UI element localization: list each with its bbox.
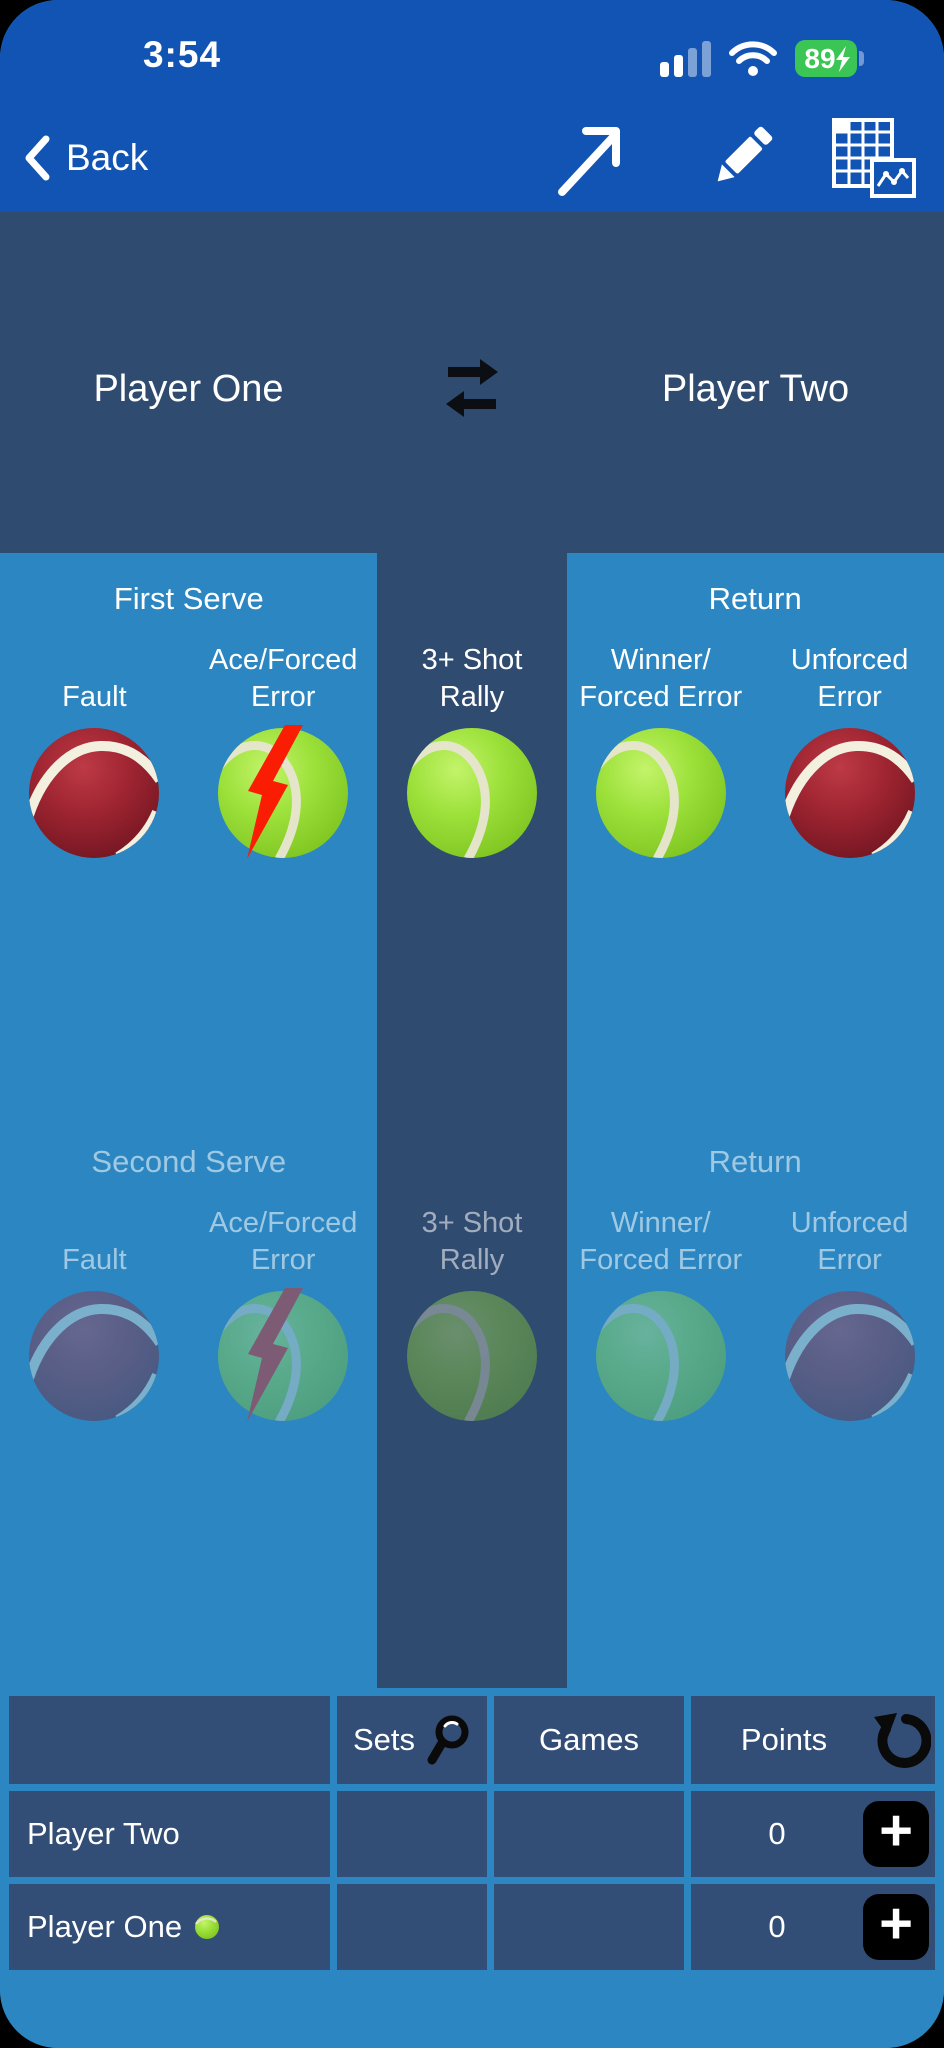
stats-button[interactable] <box>830 116 916 200</box>
player-two-points-value: 0 <box>768 1816 786 1851</box>
wifi-icon <box>729 40 777 76</box>
lightning-bolt-icon <box>247 725 304 859</box>
unforced-error-ball-button[interactable] <box>782 1288 918 1424</box>
clock-time: 3:54 <box>142 34 222 75</box>
green-tennis-ball-lightning-icon <box>218 1288 349 1422</box>
ace-ball-button[interactable] <box>215 725 351 861</box>
scoreboard-table: Sets Games Points Player Two <box>0 1688 944 1974</box>
player-two-label: Player Two <box>27 1816 180 1851</box>
red-tennis-ball-icon <box>784 728 915 858</box>
sets-header-label: Sets <box>352 1722 416 1757</box>
ace-label: Ace/Forced Error <box>209 1206 358 1277</box>
games-header-label: Games <box>539 1722 639 1757</box>
battery-percent: 89 <box>804 42 836 74</box>
green-tennis-ball-icon <box>595 728 726 858</box>
swap-players-icon <box>446 359 498 417</box>
back-button[interactable]: Back <box>24 135 148 181</box>
player-two-name: Player Two <box>661 368 850 410</box>
fault-ball-button[interactable] <box>26 725 162 861</box>
unforced-error-label: Unforced Error <box>790 643 909 714</box>
bottom-spacer <box>0 1974 944 2048</box>
player-two-sets-cell <box>337 1791 487 1877</box>
unforced-error-ball-button[interactable] <box>782 725 918 861</box>
battery-icon: 89 <box>795 40 864 77</box>
rally-ball-button[interactable] <box>404 1288 540 1424</box>
return-title: Return <box>708 1144 802 1179</box>
undo-button[interactable] <box>873 1710 931 1770</box>
cellular-signal-icon <box>660 40 711 77</box>
status-icons: 89 <box>660 40 864 77</box>
points-header-cell: Points <box>691 1696 935 1784</box>
magnifier-icon <box>427 1715 469 1765</box>
green-tennis-ball-lightning-icon <box>218 725 349 859</box>
player-one-sets-cell <box>337 1884 487 1970</box>
player-one-points-value: 0 <box>768 1909 786 1944</box>
green-tennis-ball-icon <box>406 728 537 858</box>
pencil-icon <box>717 126 773 182</box>
rally-label: 3+ Shot Rally <box>421 1206 523 1277</box>
undo-icon <box>874 1713 931 1768</box>
winner-label: Winner/ Forced Error <box>579 643 743 714</box>
back-label: Back <box>66 137 149 178</box>
return-title: Return <box>708 581 802 616</box>
fault-label: Fault <box>62 681 127 714</box>
match-header: Player One Player Two <box>0 212 944 553</box>
serving-indicator-ball-icon <box>195 1915 220 1939</box>
first-serve-zone: First Serve Return Fault Ace/Forced Erro… <box>0 581 944 861</box>
player-two-row-name: Player Two <box>9 1791 330 1877</box>
player-two-points-cell: 0 + <box>691 1791 935 1877</box>
player-one-name: Player One <box>93 368 284 410</box>
swap-players-button[interactable] <box>436 355 508 424</box>
green-tennis-ball-icon <box>595 1291 726 1421</box>
red-tennis-ball-icon <box>29 1291 160 1421</box>
first-serve-title: First Serve <box>113 581 264 616</box>
second-serve-title: Second Serve <box>91 1144 287 1179</box>
corner-cell <box>9 1696 330 1784</box>
unforced-error-label: Unforced Error <box>790 1206 909 1277</box>
fault-ball-button[interactable] <box>26 1288 162 1424</box>
sets-header-cell: Sets <box>337 1696 487 1784</box>
player-one-label: Player One <box>27 1909 183 1944</box>
charging-bolt-icon <box>835 45 850 72</box>
red-tennis-ball-icon <box>784 1291 915 1421</box>
player-one-row-name: Player One <box>9 1884 330 1970</box>
winner-ball-button[interactable] <box>593 725 729 861</box>
share-arrow-button[interactable] <box>550 116 630 200</box>
green-tennis-ball-icon <box>406 1291 537 1421</box>
games-header-cell: Games <box>494 1696 684 1784</box>
ace-ball-button[interactable] <box>215 1288 351 1424</box>
add-point-player-two-button[interactable]: + <box>863 1801 929 1867</box>
winner-ball-button[interactable] <box>593 1288 729 1424</box>
player-one-points-cell: 0 + <box>691 1884 935 1970</box>
scoring-zones: First Serve Return Fault Ace/Forced Erro… <box>0 553 944 1688</box>
edit-button[interactable] <box>702 119 780 197</box>
top-bar: 3:54 89 <box>0 0 944 212</box>
second-serve-zone: Second Serve Return Fault Ace/Forced Err… <box>0 1144 944 1424</box>
zoom-scores-button[interactable] <box>425 1715 471 1765</box>
points-header-label: Points <box>740 1722 828 1757</box>
diagonal-arrow-icon <box>558 127 620 196</box>
player-one-games-cell <box>494 1884 684 1970</box>
lightning-bolt-icon <box>247 1288 304 1422</box>
stats-table-icon <box>832 118 916 198</box>
player-two-games-cell <box>494 1791 684 1877</box>
red-tennis-ball-icon <box>29 728 160 858</box>
winner-label: Winner/ Forced Error <box>579 1206 743 1277</box>
nav-bar: Back <box>0 104 944 212</box>
fault-label: Fault <box>62 1244 127 1277</box>
rally-label: 3+ Shot Rally <box>421 643 523 714</box>
ace-label: Ace/Forced Error <box>209 643 358 714</box>
add-point-player-one-button[interactable]: + <box>863 1894 929 1960</box>
rally-ball-button[interactable] <box>404 725 540 861</box>
back-chevron-icon <box>25 135 50 181</box>
